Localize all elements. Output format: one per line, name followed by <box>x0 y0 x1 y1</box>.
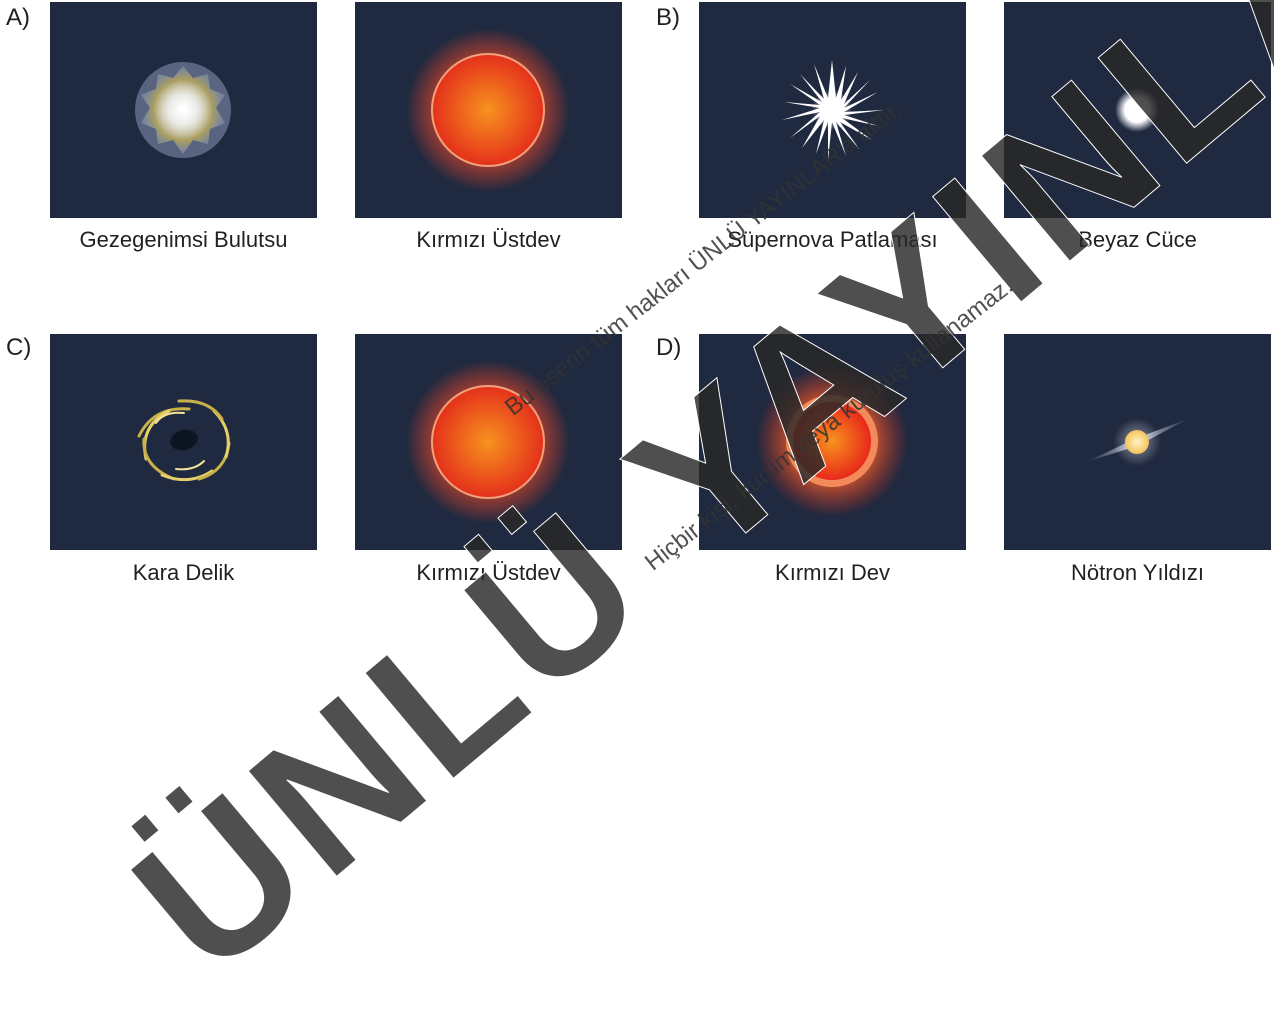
black-hole-icon <box>137 399 231 482</box>
option-label-d: D) <box>656 334 682 361</box>
planetary-nebula-icon <box>135 62 231 158</box>
caption-red-supergiant-c: Kırmızı Üstdev <box>416 560 561 585</box>
option-label-a: A) <box>6 4 30 31</box>
option-label-b: B) <box>656 4 680 31</box>
caption-black-hole: Kara Delik <box>132 560 235 585</box>
white-dwarf-icon <box>1115 88 1159 132</box>
option-label-c: C) <box>6 334 32 361</box>
caption-neutron-star: Nötron Yıldızı <box>1071 560 1204 585</box>
neutron-star-icon <box>1086 418 1190 466</box>
planetary-nebula-panel <box>50 2 317 218</box>
caption-red-supergiant-a: Kırmızı Üstdev <box>416 227 561 252</box>
red-supergiant-icon <box>406 28 570 192</box>
caption-planetary-nebula: Gezegenimsi Bulutsu <box>79 227 288 252</box>
white-dwarf-panel <box>1004 2 1271 218</box>
caption-red-giant: Kırmızı Dev <box>775 560 890 585</box>
red-giant-panel <box>699 334 966 550</box>
red-supergiant-panel-c <box>355 334 622 550</box>
red-supergiant-icon <box>406 360 570 524</box>
caption-white-dwarf: Beyaz Cüce <box>1078 227 1197 252</box>
supernova-panel <box>699 2 966 218</box>
red-giant-icon <box>756 365 908 517</box>
caption-supernova: Süpernova Patlaması <box>727 227 938 252</box>
neutron-star-panel <box>1004 334 1271 550</box>
red-supergiant-panel-a <box>355 2 622 218</box>
black-hole-panel <box>50 334 317 550</box>
supernova-icon <box>782 60 884 160</box>
